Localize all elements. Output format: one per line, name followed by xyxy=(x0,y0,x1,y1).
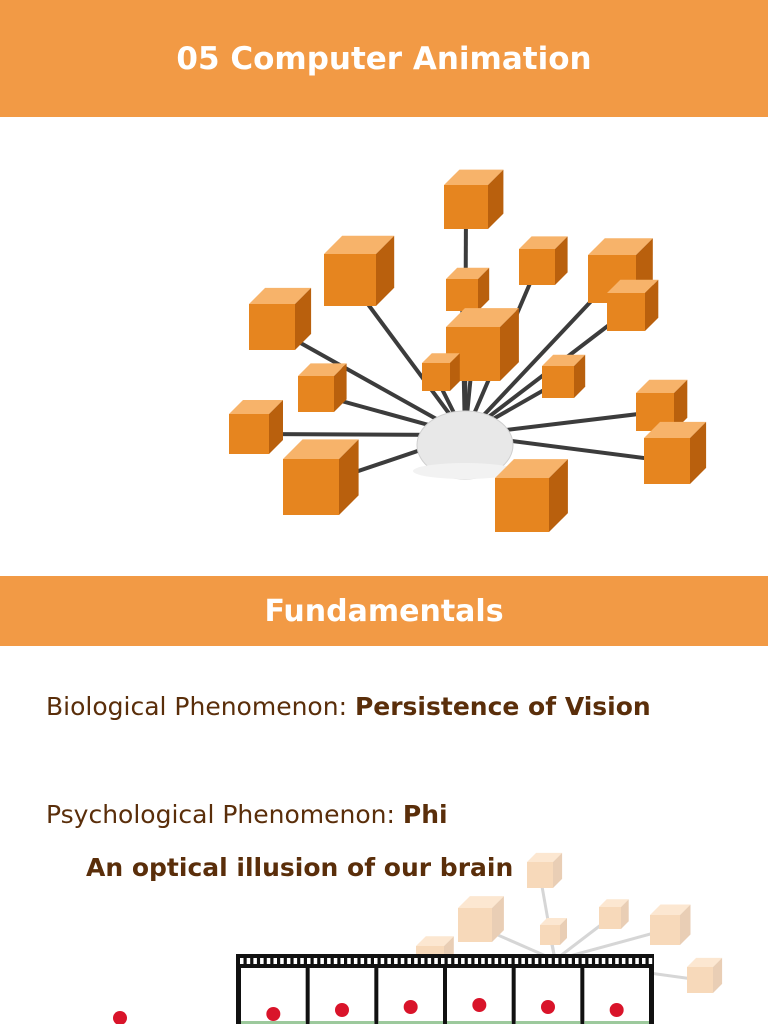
cube-nodes xyxy=(229,169,707,532)
faded-cube xyxy=(540,918,567,945)
rod xyxy=(271,325,466,437)
biological-phenomenon-line: Biological Phenomenon: Persistence of Vi… xyxy=(46,692,651,721)
ball-dot xyxy=(472,998,487,1012)
ball-dot xyxy=(266,1007,281,1021)
faded-cube xyxy=(527,852,563,888)
cube-node xyxy=(229,400,283,454)
cube-node xyxy=(249,287,312,350)
cube-node xyxy=(444,169,504,229)
biological-value: Persistence of Vision xyxy=(354,692,651,721)
cube-node xyxy=(324,235,395,306)
cube-node xyxy=(298,363,347,412)
filmstrip-frames-image xyxy=(113,954,654,1024)
faded-cube xyxy=(687,957,723,993)
cube-node xyxy=(422,353,460,391)
ball-dot xyxy=(541,1000,555,1014)
cube-node xyxy=(644,421,707,484)
title-banner: 05 Computer Animation xyxy=(0,0,768,117)
cube-node xyxy=(519,236,568,285)
cube-node xyxy=(542,354,586,398)
network-of-cubes-image xyxy=(229,169,707,532)
cube-node xyxy=(446,267,490,311)
faded-cube xyxy=(458,896,504,942)
film-frame xyxy=(378,968,443,1024)
psychological-phenomenon-line: Psychological Phenomenon: Phi xyxy=(46,800,448,829)
rod xyxy=(463,277,614,437)
cube-node xyxy=(636,379,688,431)
faded-cube xyxy=(599,899,629,929)
cube-node xyxy=(607,279,659,331)
cube-node xyxy=(495,459,568,532)
film-frame xyxy=(515,968,581,1024)
biological-label: Biological Phenomenon: xyxy=(46,692,355,721)
psychological-value: Phi xyxy=(402,800,448,829)
faded-cube xyxy=(650,904,691,945)
ball-dot xyxy=(335,1003,349,1017)
psychological-label: Psychological Phenomenon: xyxy=(46,800,403,829)
cube-node xyxy=(283,439,359,515)
section-title: Fundamentals xyxy=(264,593,504,629)
slide-title: 05 Computer Animation xyxy=(176,40,592,77)
section-banner: Fundamentals xyxy=(0,576,768,646)
ball-dot xyxy=(403,1000,418,1014)
optical-illusion-text: An optical illusion of our brain xyxy=(86,853,514,882)
film-frame xyxy=(447,968,512,1024)
ball-dot xyxy=(113,1011,127,1024)
ball-dot xyxy=(609,1003,624,1017)
hub-dome xyxy=(413,410,517,480)
